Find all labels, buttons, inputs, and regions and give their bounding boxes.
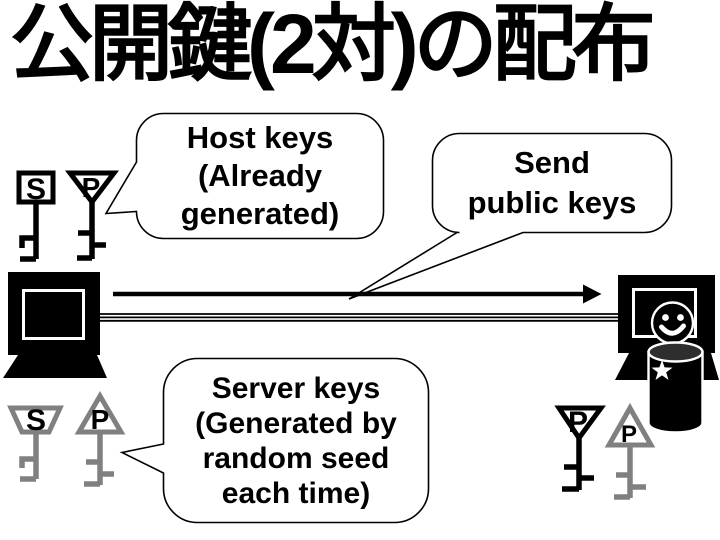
host-keys-bubble: [104, 112, 385, 240]
received-server-public-key-label: P: [621, 421, 637, 448]
send-public-keys-bubble-text: Send public keys: [467, 145, 637, 220]
host-key-pair: S P: [16, 170, 120, 262]
received-server-public-key-icon: P: [604, 402, 656, 500]
host-public-key-icon: P: [64, 170, 120, 261]
send-public-keys-bubble: [348, 132, 673, 300]
star-icon: [651, 360, 673, 380]
server-secret-key-icon: S: [7, 404, 64, 482]
send-arrow-icon: [113, 284, 602, 304]
smiley-face-icon: [650, 301, 695, 345]
received-host-public-key-label: P: [568, 406, 588, 439]
server-secret-key-label: S: [26, 404, 46, 437]
host-secret-key-label: S: [26, 173, 46, 206]
user-icon: [647, 301, 704, 434]
page-title: 公開鍵(2対)の配布: [10, 0, 656, 91]
network-link-line: [97, 313, 619, 322]
host-keys-bubble-text: Host keys (Already generated): [180, 120, 340, 231]
received-host-public-key-icon: P: [554, 405, 606, 492]
host-public-key-label: P: [82, 172, 101, 203]
received-key-pair: P P: [554, 402, 656, 500]
server-key-pair: S P: [7, 391, 126, 487]
server-public-key-icon: P: [74, 391, 126, 487]
host-secret-key-icon: S: [16, 170, 56, 262]
server-public-key-label: P: [91, 404, 110, 435]
server-computer-icon: [3, 272, 107, 378]
server-keys-bubble-text: Server keys (Generated by random seed ea…: [195, 372, 397, 510]
server-keys-bubble: [119, 357, 430, 524]
